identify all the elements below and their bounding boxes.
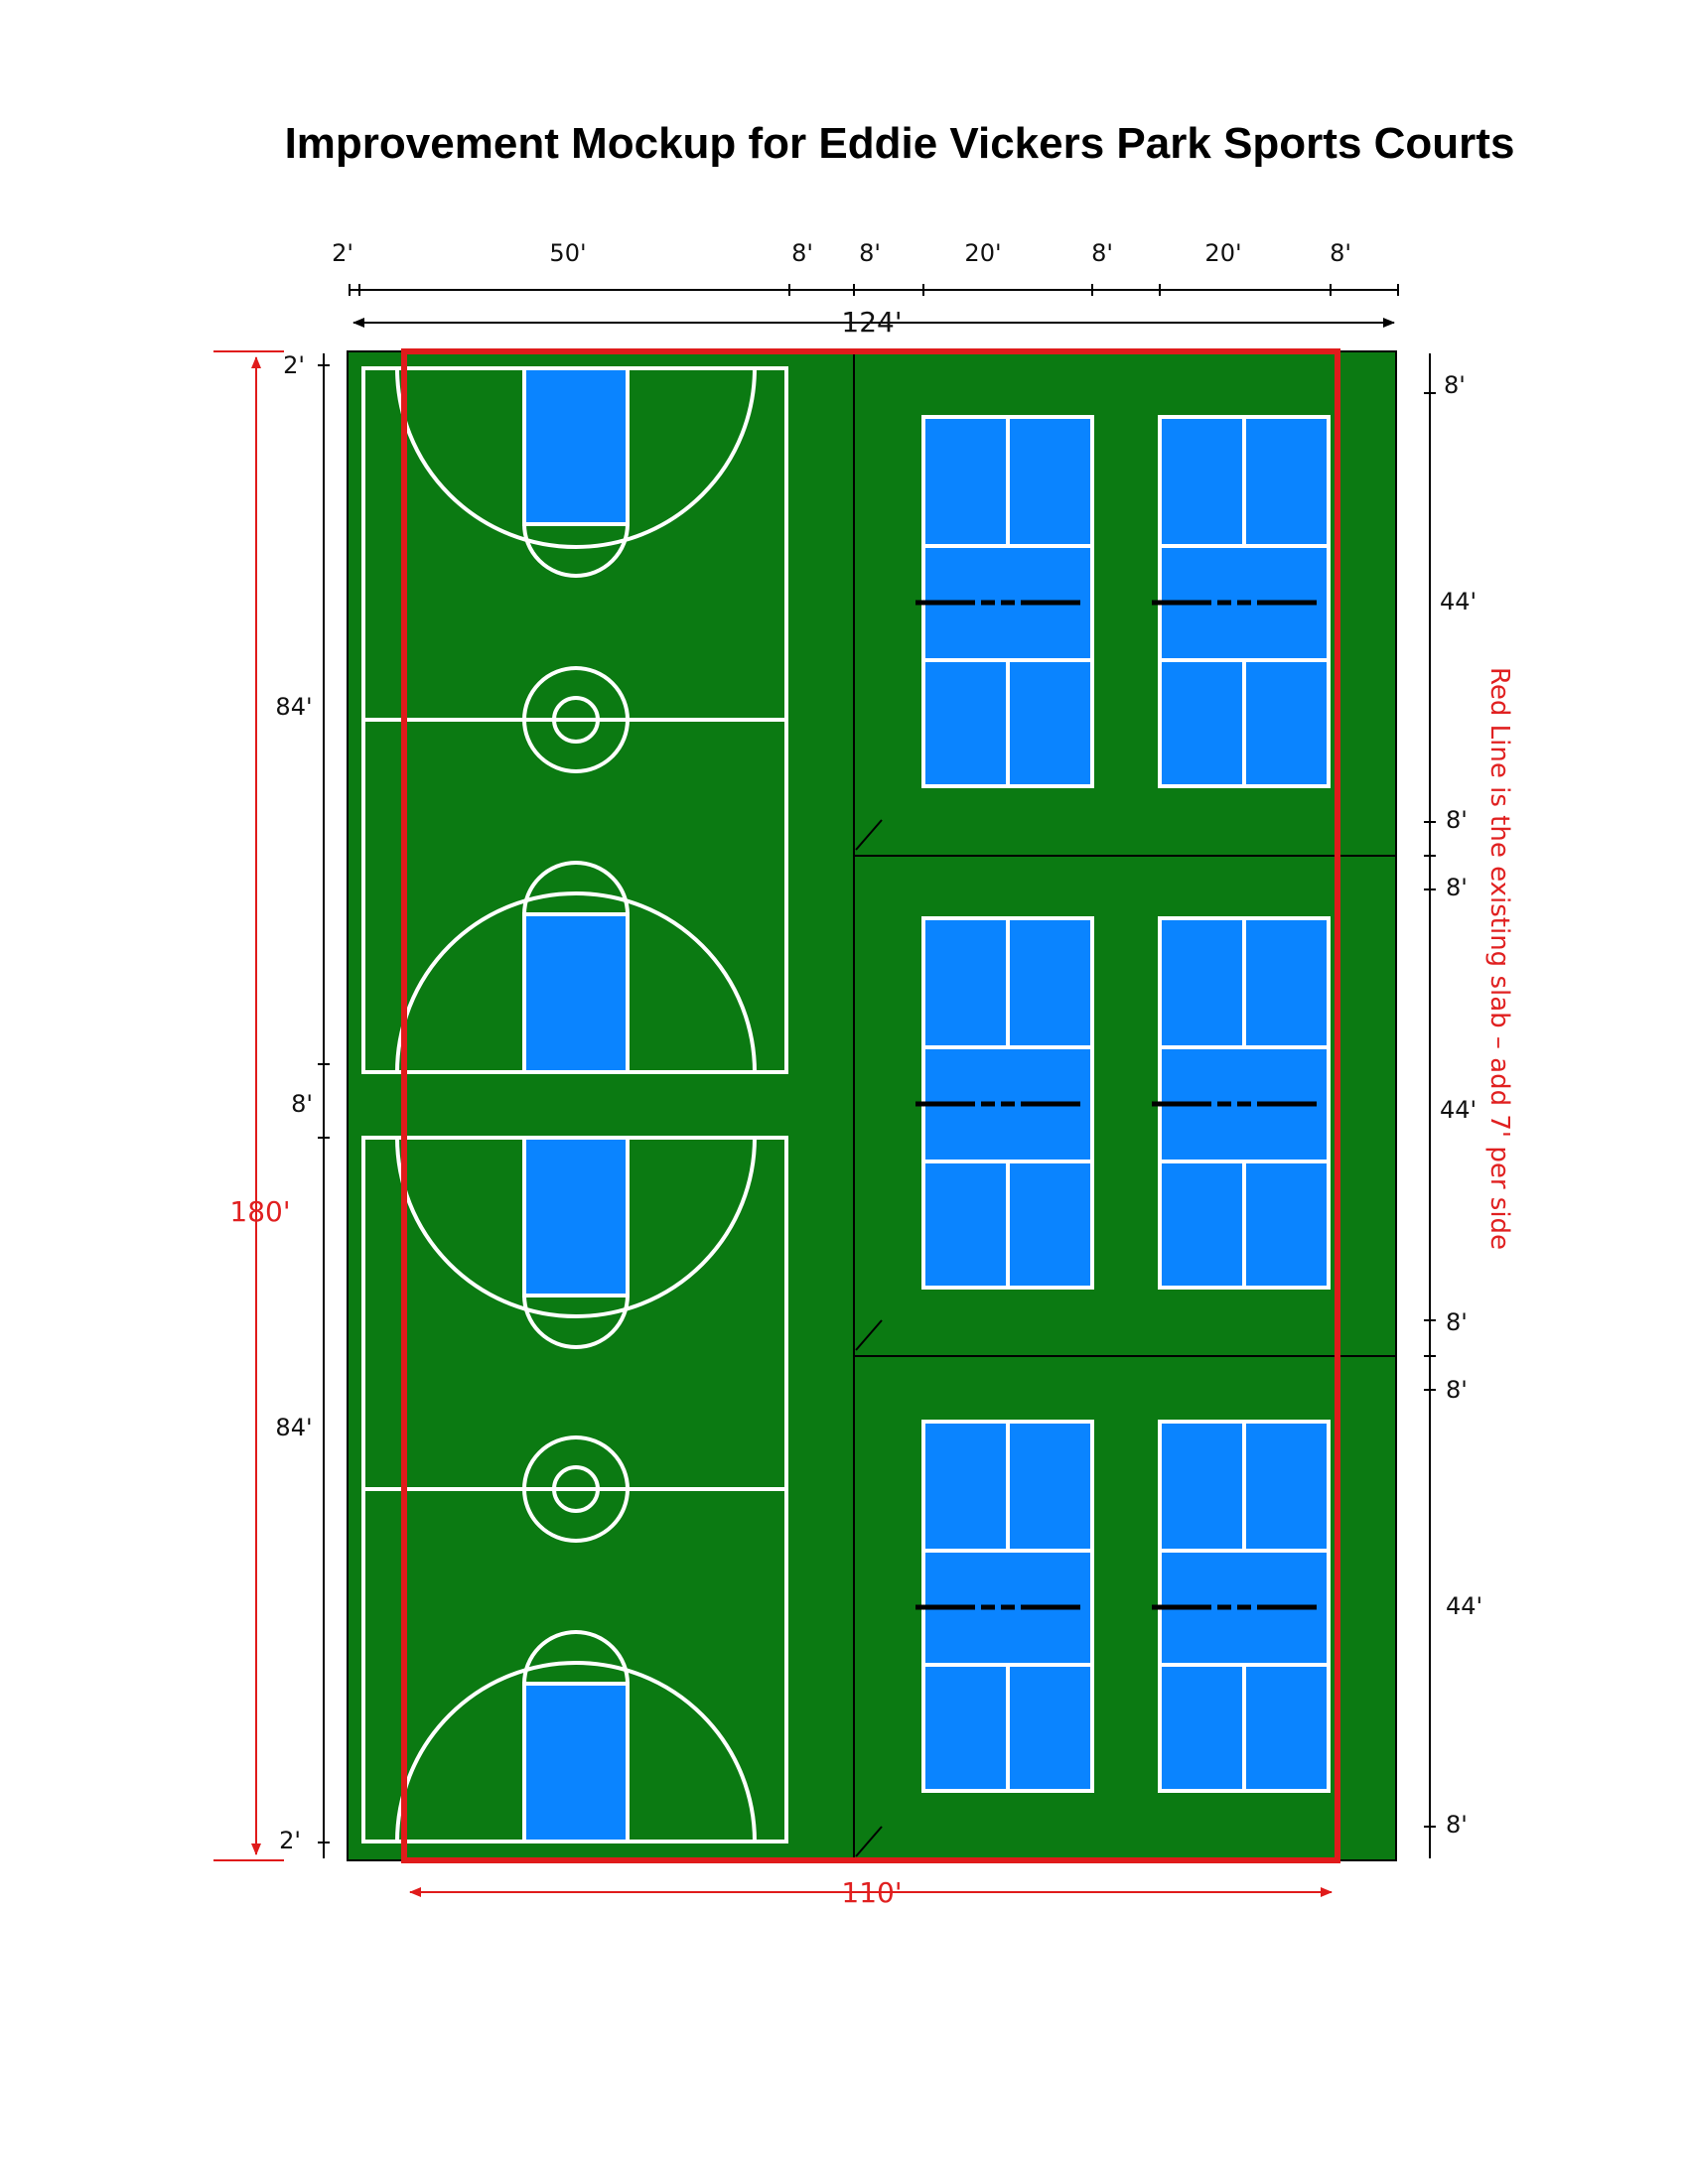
- right-dimension-labels: 8' 44' 8' 8' 44' 8' 8' 44' 8': [1440, 371, 1482, 1839]
- page-title: Improvement Mockup for Eddie Vickers Par…: [284, 119, 1515, 168]
- dim-left-84-top: 84': [275, 693, 312, 721]
- pickleball-court: [1152, 415, 1336, 788]
- dim-right-44-1: 44': [1440, 588, 1477, 615]
- pickleball-court: [1152, 916, 1336, 1290]
- existing-slab-outline: [401, 348, 1340, 1863]
- dim-top-20a: 20': [964, 239, 1001, 267]
- key-paint: [522, 1136, 630, 1297]
- dim-right-8-4: 8': [1446, 1308, 1468, 1336]
- key-paint: [522, 912, 630, 1074]
- dim-top-8b: 8': [859, 239, 881, 267]
- dim-left-8: 8': [291, 1090, 313, 1118]
- left-dimension-labels: 2' 84' 8' 84' 2': [275, 351, 313, 1854]
- basketball-court-2: [361, 1136, 788, 1843]
- pickleball-court: [1152, 1420, 1336, 1793]
- dim-right-8-3: 8': [1446, 874, 1468, 901]
- dim-right-8-6: 8': [1446, 1811, 1468, 1839]
- court-dividers: [853, 351, 1396, 1860]
- slab-width-label: 110': [841, 1876, 902, 1909]
- dim-top-8a: 8': [791, 239, 813, 267]
- pickleball-court: [915, 916, 1100, 1290]
- pickleball-courts: [915, 415, 1336, 1793]
- dim-top-8c: 8': [1091, 239, 1113, 267]
- dim-left-2-bottom: 2': [279, 1827, 301, 1854]
- dim-top-2: 2': [332, 239, 353, 267]
- total-width-dimension: 124': [352, 306, 1395, 339]
- total-width-label: 124': [841, 306, 902, 339]
- right-dimension-line: [1424, 353, 1436, 1858]
- top-dimension-labels: 2' 50' 8' 8' 20' 8' 20' 8': [332, 239, 1351, 267]
- dim-right-8-2: 8': [1446, 806, 1468, 834]
- key-paint: [522, 1682, 630, 1843]
- top-segment-line: [349, 284, 1399, 296]
- dim-right-44-3: 44': [1446, 1592, 1482, 1620]
- dim-left-2-top: 2': [283, 351, 305, 379]
- basketball-court-1: [361, 366, 788, 1074]
- dim-top-50: 50': [549, 239, 586, 267]
- left-dimension-line: [318, 353, 330, 1858]
- dim-right-8-5: 8': [1446, 1376, 1468, 1404]
- slab-width-dimension: 110': [409, 1876, 1333, 1909]
- pickleball-court: [915, 1420, 1100, 1793]
- key-paint: [522, 366, 630, 526]
- dim-top-8d: 8': [1330, 239, 1351, 267]
- total-height-dimension: 180': [213, 350, 291, 1861]
- dim-top-20b: 20': [1204, 239, 1241, 267]
- dim-right-44-2: 44': [1440, 1096, 1477, 1124]
- total-height-label: 180': [229, 1195, 290, 1228]
- dim-left-84-bottom: 84': [275, 1414, 312, 1441]
- slab-note: Red Line is the existing slab – add 7' p…: [1484, 667, 1514, 1250]
- dim-right-8-1: 8': [1444, 371, 1466, 399]
- pickleball-court: [915, 415, 1100, 788]
